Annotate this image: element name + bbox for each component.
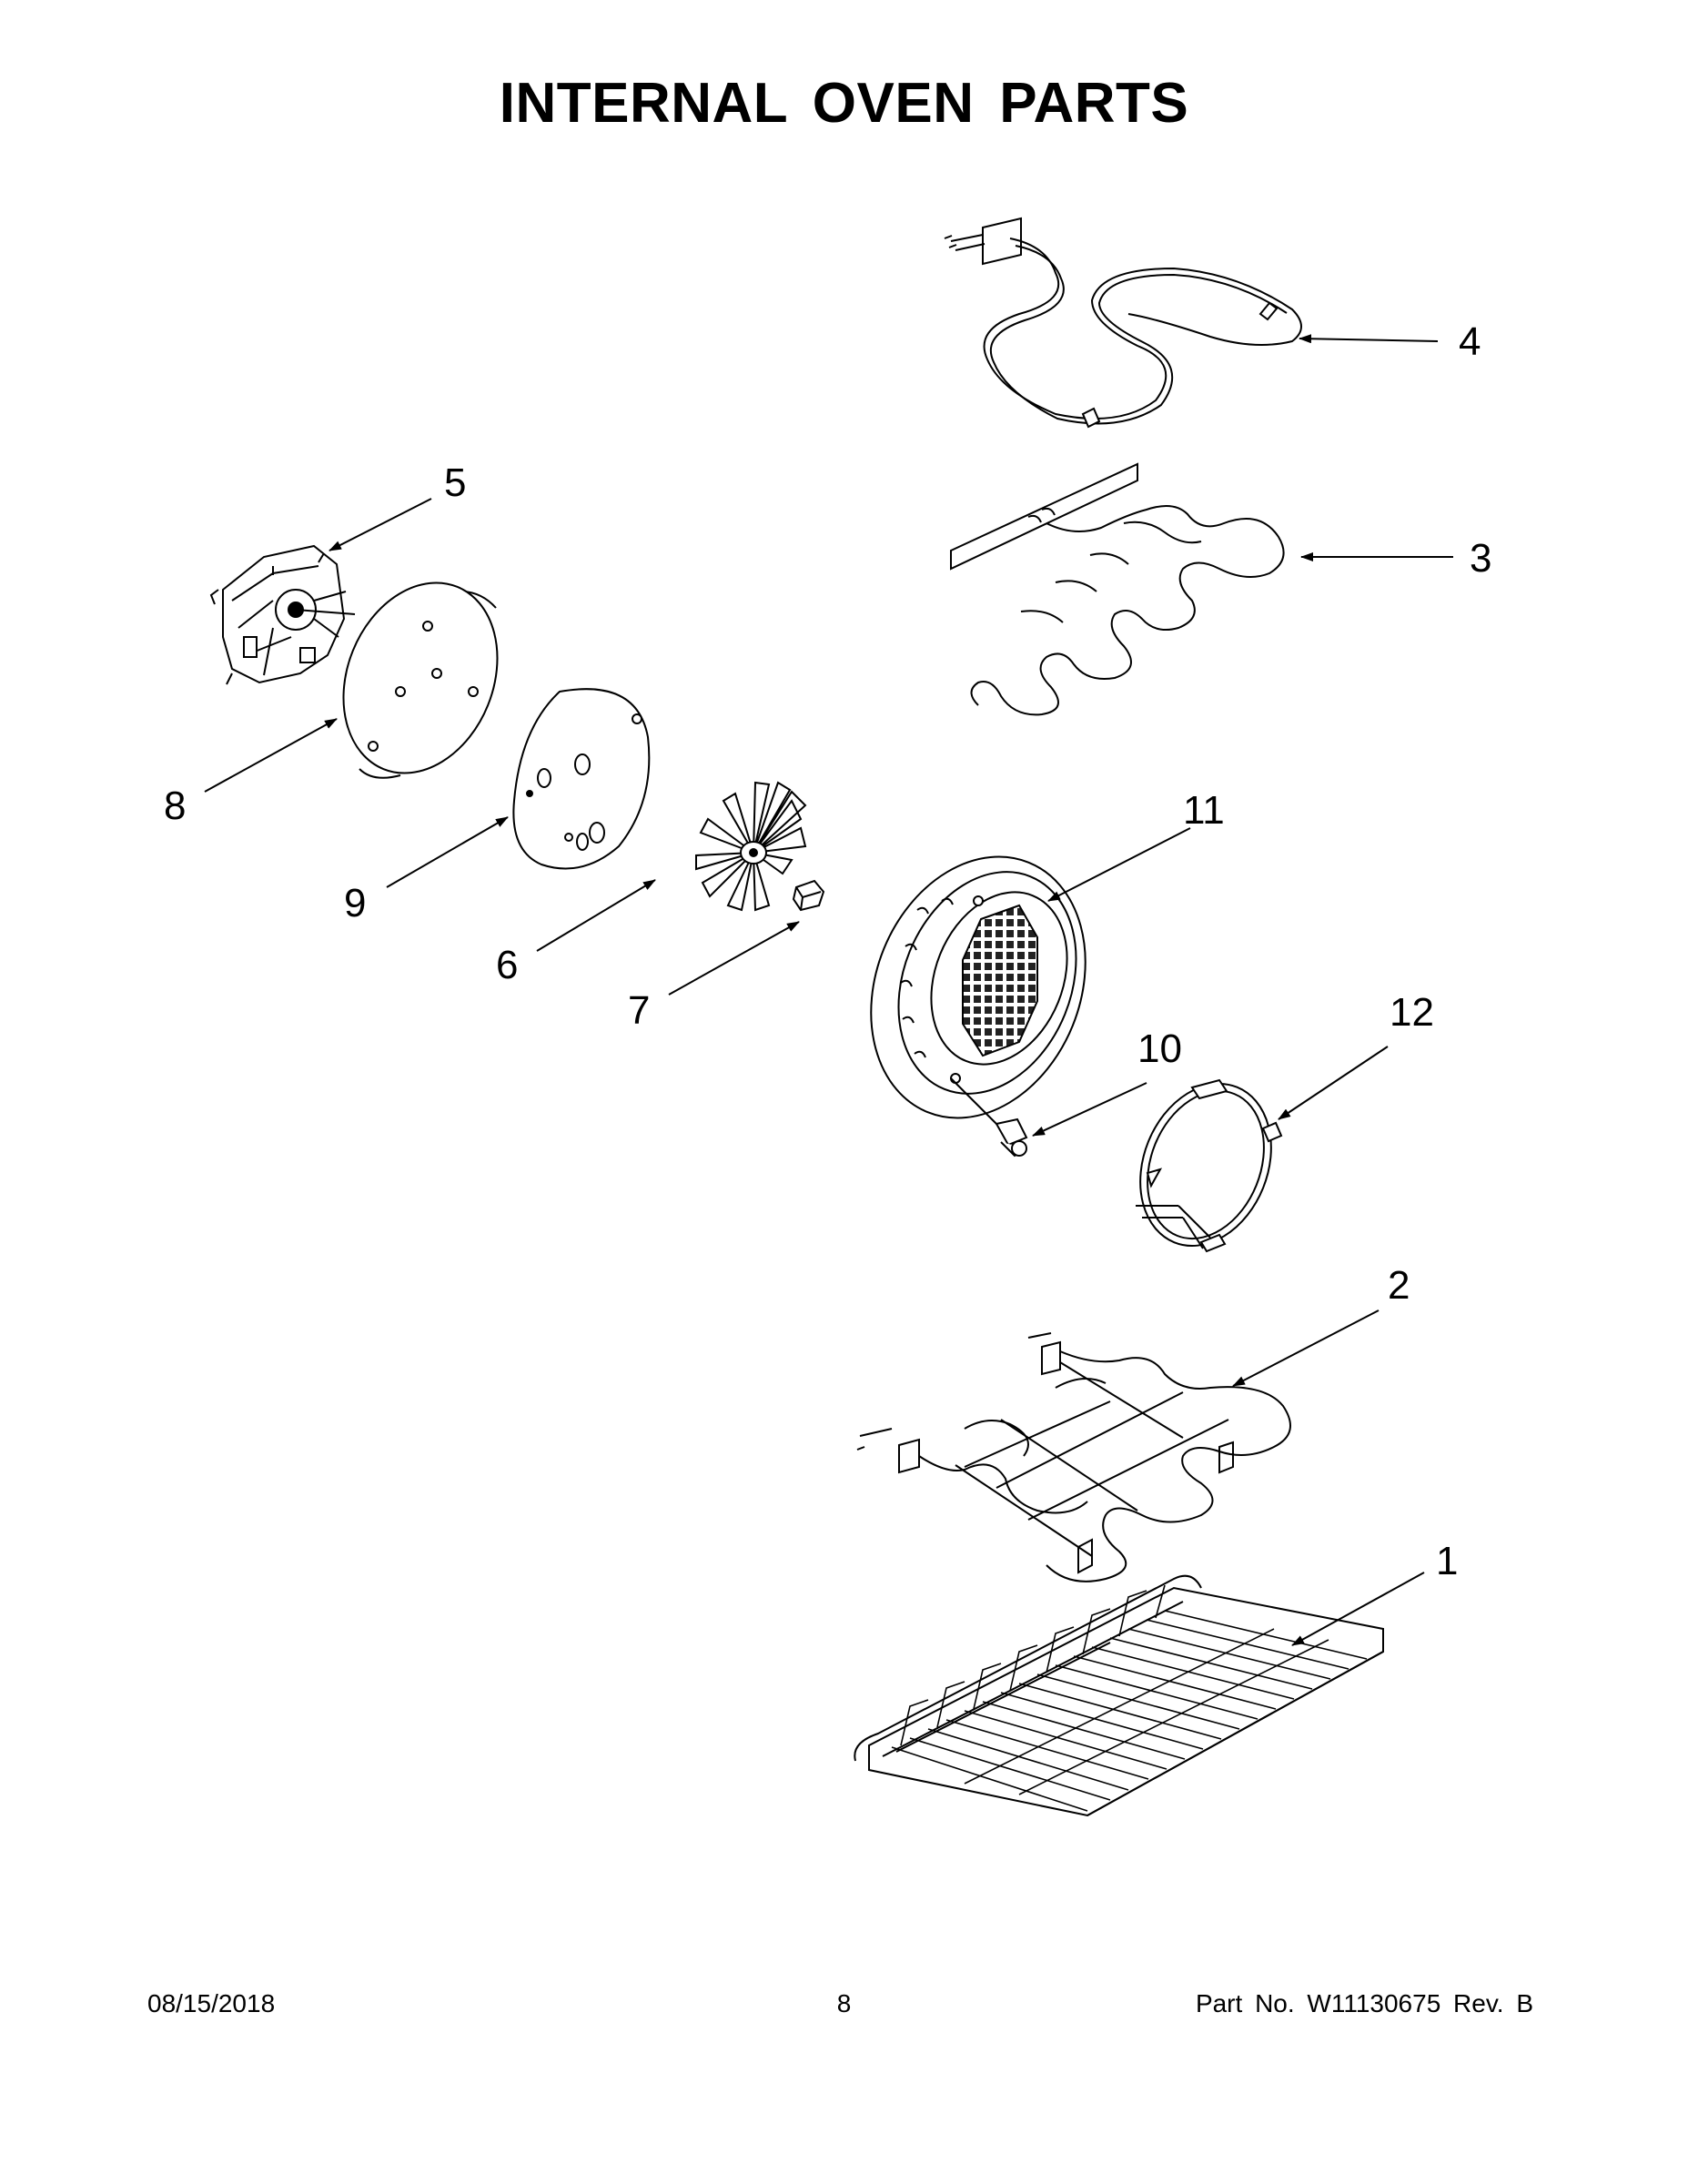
part-10-sensor bbox=[950, 1077, 1028, 1158]
part-1-oven-rack bbox=[854, 1574, 1384, 1817]
part-12-convection-element bbox=[1136, 1078, 1283, 1253]
part-7-nut bbox=[792, 879, 825, 912]
callout-5: 5 bbox=[444, 460, 466, 505]
part-2-lower-element bbox=[856, 1332, 1291, 1582]
part-8-rear-panel bbox=[342, 581, 499, 779]
part-3-bake-element bbox=[950, 462, 1285, 716]
callout-1: 1 bbox=[1436, 1539, 1458, 1583]
callout-11: 11 bbox=[1183, 788, 1225, 833]
callout-3: 3 bbox=[1470, 536, 1491, 581]
callout-7: 7 bbox=[628, 988, 650, 1033]
part-4-broil-element bbox=[944, 217, 1302, 429]
callout-4: 4 bbox=[1459, 319, 1481, 364]
part-6-fan-blade bbox=[695, 781, 807, 912]
callout-12: 12 bbox=[1390, 990, 1434, 1035]
callout-8: 8 bbox=[164, 784, 186, 828]
callout-10: 10 bbox=[1137, 1026, 1182, 1071]
page-title: INTERNAL OVEN PARTS bbox=[499, 72, 1189, 135]
part-5-fan-motor bbox=[209, 544, 356, 685]
callout-9: 9 bbox=[344, 881, 366, 925]
leader-lines bbox=[204, 334, 1453, 1646]
footer-page-number: 8 bbox=[836, 1989, 852, 2017]
callout-labels: 1 2 3 4 5 6 7 8 9 10 11 12 bbox=[164, 319, 1491, 1583]
callout-2: 2 bbox=[1388, 1263, 1410, 1308]
part-11-convection-cover bbox=[870, 855, 1087, 1119]
part-9-gasket bbox=[512, 688, 651, 870]
callout-6: 6 bbox=[496, 943, 518, 987]
footer-date: 08/15/2018 bbox=[147, 1989, 276, 2017]
footer-part-number: Part No. W11130675 Rev. B bbox=[1195, 1989, 1533, 2017]
